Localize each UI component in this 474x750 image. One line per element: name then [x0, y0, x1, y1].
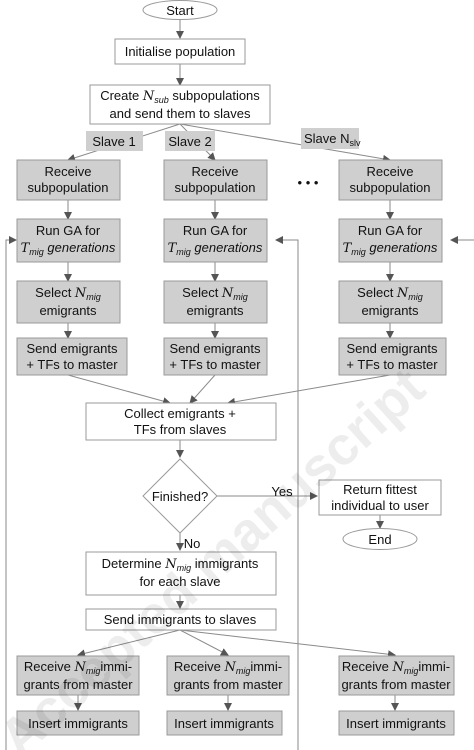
receive-immigrants-box: Receive Nmigimmi- grants from master — [338, 655, 455, 696]
svg-text:+ TFs to master: + TFs to master — [169, 357, 261, 372]
send-emigrants-box: Send emigrants + TFs to master — [163, 337, 268, 376]
svg-text:grants from master: grants from master — [173, 677, 283, 692]
svg-text:subpopulation: subpopulation — [175, 180, 256, 195]
svg-text:Receive Nmigimmi-: Receive Nmigimmi- — [174, 659, 282, 676]
create-line2: and send them to slaves — [110, 106, 251, 121]
svg-text:Send immigrants to slaves: Send immigrants to slaves — [104, 612, 257, 627]
svg-text:Slave 1: Slave 1 — [92, 134, 135, 149]
svg-text:Run GA for: Run GA for — [36, 223, 101, 238]
determine-immigrants-box: Determine Nmig immigrants for each slave — [85, 551, 277, 596]
svg-text:Run GA for: Run GA for — [358, 223, 423, 238]
finished-decision: Finished? — [142, 458, 218, 534]
svg-text:+ TFs to master: + TFs to master — [26, 357, 118, 372]
svg-text:TFs from slaves: TFs from slaves — [134, 422, 227, 437]
svg-text:Receive: Receive — [367, 164, 414, 179]
svg-text:subpopulation: subpopulation — [28, 180, 109, 195]
svg-text:Tmig generations: Tmig generations — [21, 240, 116, 257]
svg-text:Send emigrants: Send emigrants — [26, 341, 118, 356]
svg-text:Slave 2: Slave 2 — [168, 134, 211, 149]
svg-text:Select Nmig: Select Nmig — [357, 285, 423, 302]
run-ga-box: Run GA for Tmig generations — [163, 218, 268, 263]
svg-text:Receive: Receive — [45, 164, 92, 179]
svg-text:Select Nmig: Select Nmig — [35, 285, 101, 302]
send-emigrants-box: Send emigrants + TFs to master — [338, 337, 447, 376]
svg-text:for each slave: for each slave — [140, 574, 221, 589]
start-label: Start — [166, 3, 194, 18]
select-emigrants-box: Select Nmig emigrants — [16, 280, 121, 324]
select-emigrants-box: Select Nmig emigrants — [163, 280, 268, 324]
svg-text:Insert immigrants: Insert immigrants — [174, 716, 274, 731]
receive-subpopulation-box: Receive subpopulation — [163, 159, 268, 201]
slave-n-label: Slave Nslv — [301, 128, 361, 149]
svg-text:emigrants: emigrants — [361, 303, 419, 318]
svg-text:Run GA for: Run GA for — [183, 223, 248, 238]
insert-immigrants-box: Insert immigrants — [16, 710, 140, 736]
create-subpopulations-box: Create Nsub subpopulations and send them… — [89, 84, 271, 125]
svg-text:Send emigrants: Send emigrants — [346, 341, 438, 356]
svg-text:Determine Nmig immigrants: Determine Nmig immigrants — [102, 556, 259, 573]
receive-immigrants-box: Receive Nmigimmi- grants from master — [16, 655, 140, 696]
return-fittest-box: Return fittest individual to user — [318, 479, 442, 516]
svg-text:Tmig generations: Tmig generations — [343, 240, 438, 257]
ellipsis: • • • — [298, 175, 319, 190]
yes-label: Yes — [271, 484, 293, 499]
svg-text:Receive: Receive — [192, 164, 239, 179]
svg-text:Insert immigrants: Insert immigrants — [346, 716, 446, 731]
svg-text:Send emigrants: Send emigrants — [169, 341, 261, 356]
svg-text:Tmig generations: Tmig generations — [168, 240, 263, 257]
svg-text:Select Nmig: Select Nmig — [182, 285, 248, 302]
svg-text:emigrants: emigrants — [186, 303, 244, 318]
receive-subpopulation-box: Receive subpopulation — [16, 159, 121, 201]
svg-text:Insert immigrants: Insert immigrants — [28, 716, 128, 731]
end-node: End — [342, 528, 418, 550]
svg-text:subpopulation: subpopulation — [350, 180, 431, 195]
svg-text:+ TFs to master: + TFs to master — [346, 357, 438, 372]
send-immigrants-box: Send immigrants to slaves — [85, 608, 277, 631]
initialise-box: Initialise population — [114, 38, 246, 65]
svg-text:grants from master: grants from master — [341, 677, 451, 692]
svg-text:Finished?: Finished? — [152, 489, 208, 504]
receive-subpopulation-box: Receive subpopulation — [338, 159, 443, 201]
svg-text:Slave Nslv: Slave Nslv — [304, 131, 361, 148]
slave-2-label: Slave 2 — [165, 131, 215, 151]
select-emigrants-box: Select Nmig emigrants — [338, 280, 443, 324]
run-ga-box: Run GA for Tmig generations — [16, 218, 121, 263]
slave-1-label: Slave 1 — [86, 131, 143, 151]
svg-text:individual to user: individual to user — [331, 498, 429, 513]
insert-immigrants-box: Insert immigrants — [338, 710, 455, 736]
svg-text:grants from master: grants from master — [23, 677, 133, 692]
connectors — [5, 20, 474, 750]
initialise-label: Initialise population — [125, 44, 236, 59]
svg-text:Return fittest: Return fittest — [343, 482, 417, 497]
svg-text:Receive Nmigimmi-: Receive Nmigimmi- — [24, 659, 132, 676]
svg-text:Receive Nmigimmi-: Receive Nmigimmi- — [342, 659, 450, 676]
receive-immigrants-box: Receive Nmigimmi- grants from master — [166, 655, 290, 696]
run-ga-box: Run GA for Tmig generations — [338, 218, 443, 263]
insert-immigrants-box: Insert immigrants — [166, 710, 283, 736]
svg-text:Collect emigrants +: Collect emigrants + — [124, 406, 236, 421]
create-line1: Create Nsub subpopulations — [100, 88, 260, 105]
svg-text:emigrants: emigrants — [39, 303, 97, 318]
start-node: Start — [142, 0, 218, 20]
send-emigrants-box: Send emigrants + TFs to master — [16, 337, 128, 376]
no-label: No — [184, 536, 201, 551]
svg-text:End: End — [368, 532, 391, 547]
collect-emigrants-box: Collect emigrants + TFs from slaves — [85, 402, 277, 441]
